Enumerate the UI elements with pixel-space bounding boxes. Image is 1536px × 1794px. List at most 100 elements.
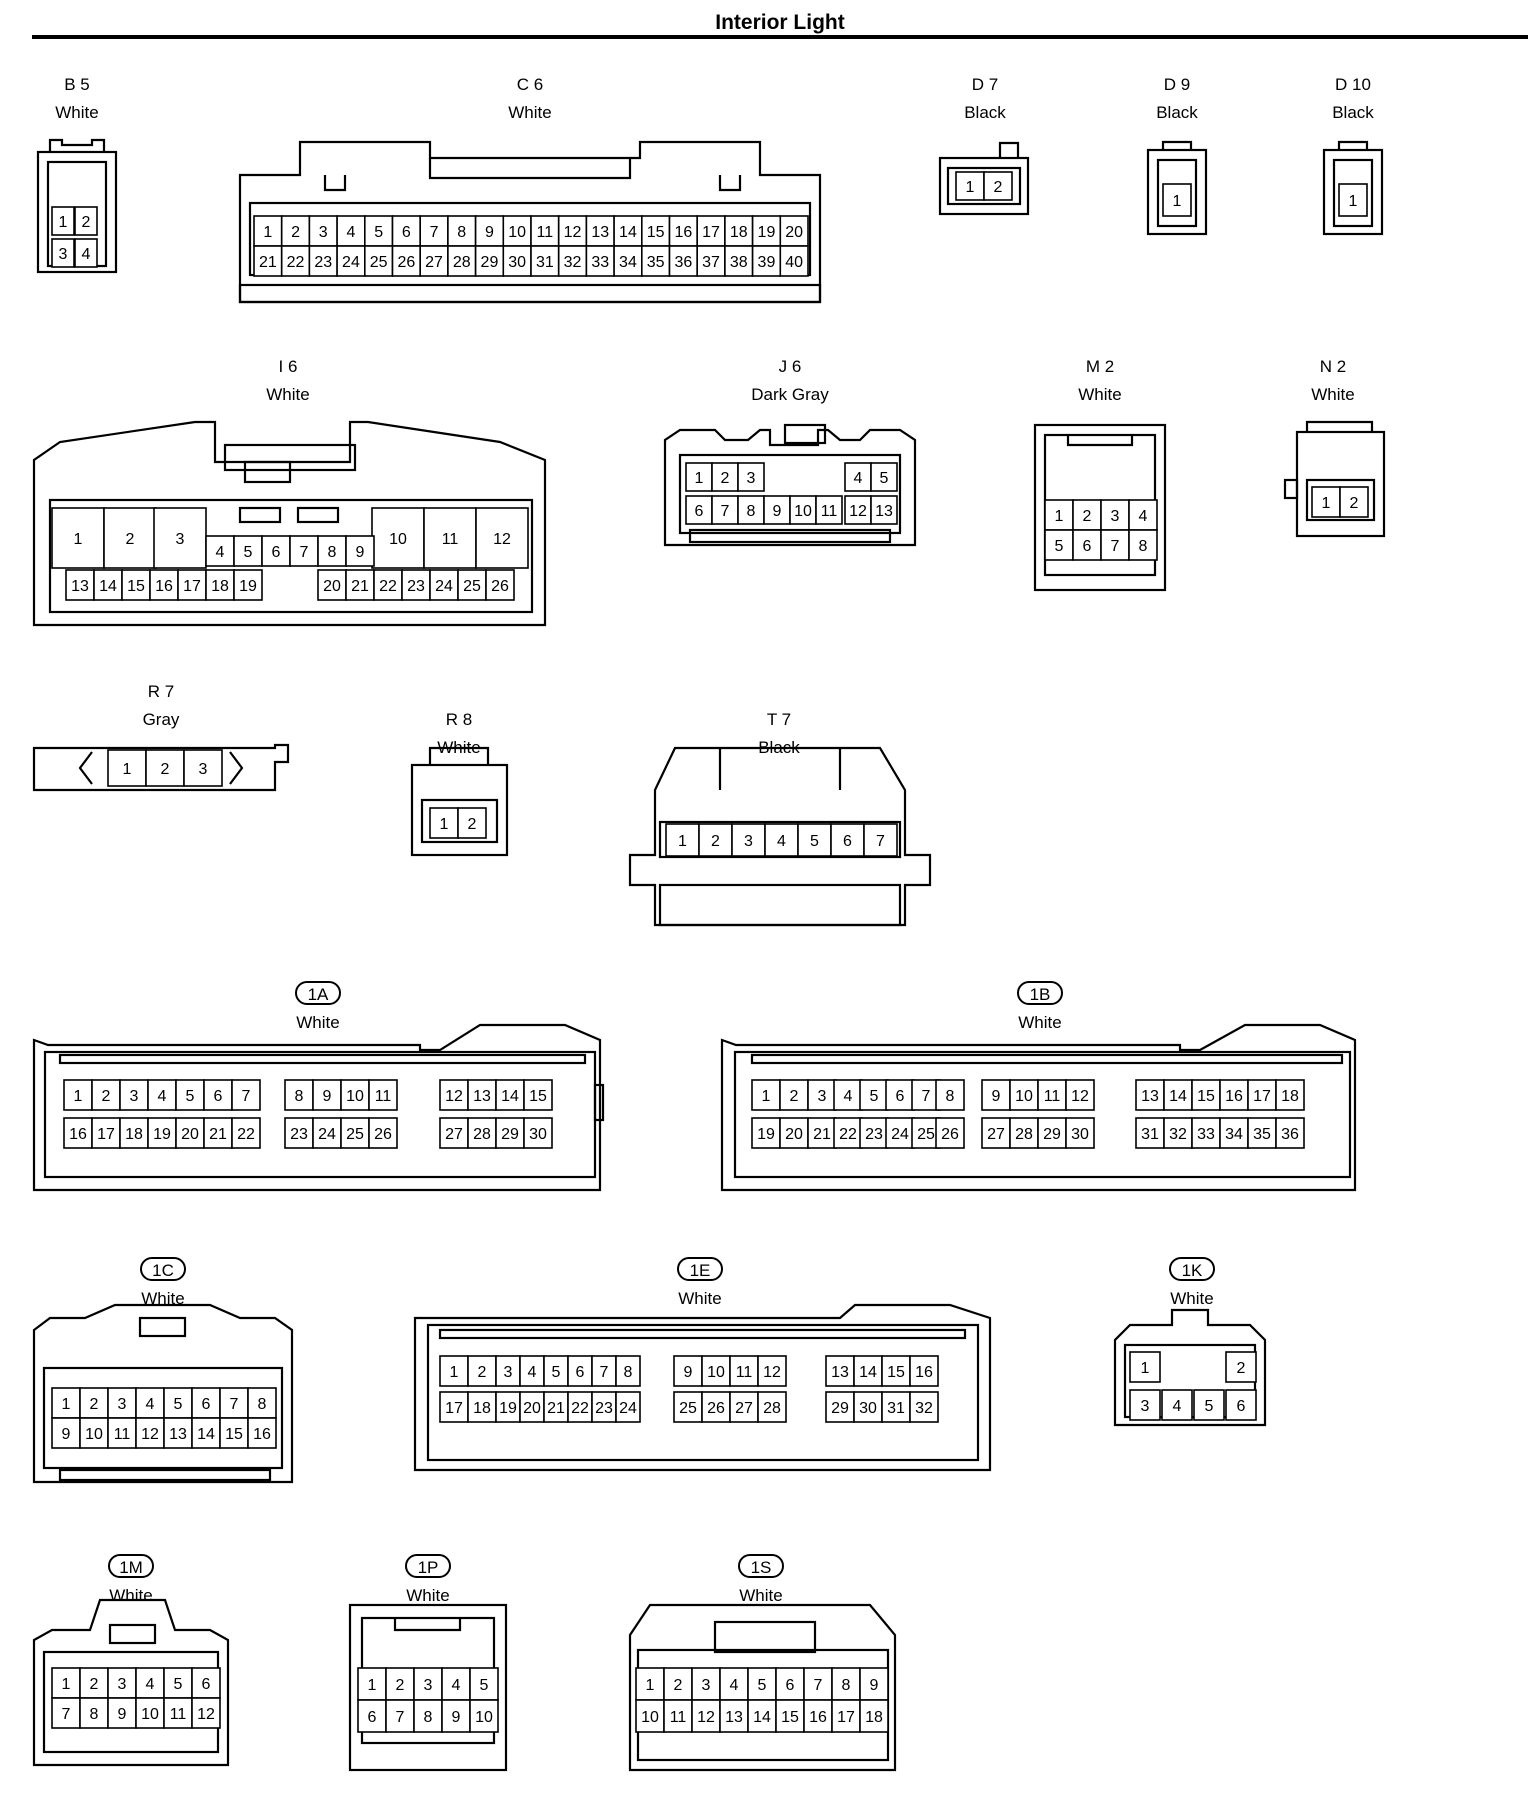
pin-cell	[757, 1355, 787, 1387]
pin-cell	[149, 569, 179, 601]
pin-number: 10	[794, 503, 812, 520]
pin-number: 37	[702, 254, 720, 271]
pin-number: 3	[424, 1677, 433, 1694]
pin-number: 12	[197, 1706, 215, 1723]
pin-cell	[844, 462, 872, 492]
pin-cell	[203, 1117, 233, 1149]
pin-cell	[135, 1387, 165, 1419]
pin-cell	[751, 245, 782, 277]
pin-number: 32	[1169, 1126, 1187, 1143]
connector-color: White	[508, 103, 551, 122]
pin-number: 2	[396, 1677, 405, 1694]
housing-outline	[32, 1598, 230, 1767]
pin-cell	[163, 1697, 193, 1729]
pin-number: 10	[346, 1088, 364, 1105]
housing-outline	[1305, 420, 1374, 432]
connector-id-circle	[405, 1554, 451, 1578]
pin-cell	[183, 749, 223, 787]
pin-cell	[163, 1417, 193, 1449]
pin-number: 21	[209, 1126, 227, 1143]
pin-number: 3	[744, 833, 753, 850]
pin-number: 21	[259, 254, 277, 271]
pin-number: 10	[85, 1426, 103, 1443]
housing-outline	[1156, 158, 1198, 228]
pin-number: 29	[1043, 1126, 1061, 1143]
pin-cell	[1162, 183, 1192, 217]
pin-number: 1	[368, 1677, 377, 1694]
pin-number: 3	[1141, 1398, 1150, 1415]
pin-number: 9	[62, 1426, 71, 1443]
connector-color: White	[141, 1289, 184, 1308]
pin-cell	[175, 1079, 205, 1111]
pin-cell	[467, 1391, 497, 1423]
pin-number: 26	[491, 578, 509, 595]
pin-number: 10	[475, 1709, 493, 1726]
pin-cell	[51, 238, 75, 268]
pin-number: 7	[430, 224, 439, 241]
pin-cell	[685, 462, 713, 492]
housing-outline	[428, 746, 490, 765]
pin-cell	[815, 495, 843, 525]
pin-number: 4	[528, 1364, 537, 1381]
pin-number: 13	[1141, 1088, 1159, 1105]
pin-cell	[163, 1667, 193, 1699]
pin-number: 11	[375, 1088, 392, 1105]
housing-outline	[238, 506, 282, 524]
pin-cell	[147, 1079, 177, 1111]
pin-cell	[280, 215, 311, 247]
pin-number: 13	[169, 1426, 187, 1443]
pin-number: 10	[141, 1706, 159, 1723]
pin-number: 5	[552, 1364, 561, 1381]
pin-cell	[1100, 499, 1130, 531]
housing-outline	[1337, 140, 1369, 150]
housing-outline	[720, 1023, 1357, 1192]
pin-number: 1	[62, 1396, 71, 1413]
pin-number: 16	[69, 1126, 87, 1143]
pin-number: 16	[155, 578, 173, 595]
pin-number: 15	[647, 224, 665, 241]
pin-number: 17	[837, 1709, 855, 1726]
connector-id: C 6	[517, 75, 543, 94]
connector-id: R 7	[148, 682, 174, 701]
pin-cell	[751, 1117, 781, 1149]
pin-cell	[177, 569, 207, 601]
connector-id-circle	[677, 1257, 723, 1281]
pin-number: 34	[1225, 1126, 1243, 1143]
pin-cell	[340, 1079, 370, 1111]
pin-number: 7	[300, 544, 309, 561]
pin-cell	[1072, 499, 1102, 531]
pin-number: 9	[773, 503, 782, 520]
pin-number: 39	[758, 254, 776, 271]
pin-number: 14	[501, 1088, 519, 1105]
housing-outline	[1161, 140, 1193, 150]
pin-number: 3	[118, 1676, 127, 1693]
pin-number: 18	[1281, 1088, 1299, 1105]
pin-cell	[698, 823, 733, 857]
pin-number: 3	[118, 1396, 127, 1413]
pin-number: 16	[674, 224, 692, 241]
pin-cell	[523, 1079, 553, 1111]
pin-number: 20	[523, 1400, 541, 1417]
pin-number: 17	[702, 224, 720, 241]
pin-number: 3	[319, 224, 328, 241]
housing-outline	[48, 498, 534, 614]
pin-number: 17	[445, 1400, 463, 1417]
pin-cell	[495, 1079, 525, 1111]
pin-number: 2	[711, 833, 720, 850]
pin-number: 27	[425, 254, 443, 271]
pin-cell	[312, 1079, 342, 1111]
pin-number: 16	[253, 1426, 271, 1443]
connector-id: D 10	[1335, 75, 1371, 94]
pin-cell	[833, 1079, 863, 1111]
pin-number: 34	[619, 254, 637, 271]
pin-number: 1	[1349, 193, 1358, 210]
pin-cell	[870, 495, 898, 525]
pin-number: 28	[453, 254, 471, 271]
connector-id-circle	[738, 1554, 784, 1578]
pin-number: 38	[730, 254, 748, 271]
